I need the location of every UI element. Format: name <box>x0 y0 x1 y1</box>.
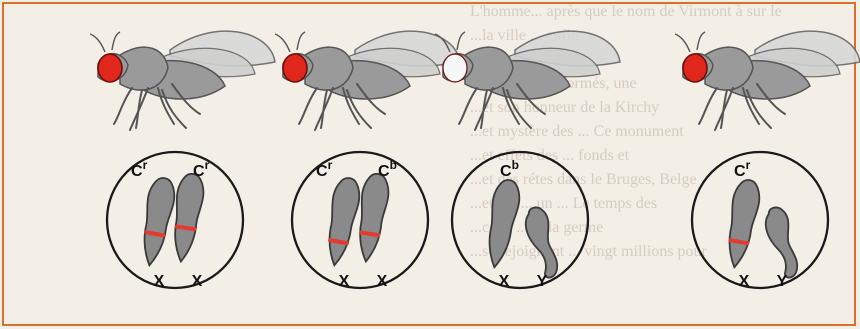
fruit-fly <box>435 31 620 130</box>
x-chromosome <box>353 172 391 263</box>
x-chromosome <box>137 176 178 268</box>
sex-chromosome-label: X <box>377 273 388 290</box>
cell-circle <box>292 152 428 288</box>
sex-chromosome-label: Y <box>777 273 788 290</box>
fruit-fly <box>90 31 275 130</box>
eye-icon <box>443 54 467 82</box>
eye-icon <box>98 54 122 82</box>
allele-label: Cr <box>193 158 210 180</box>
x-chromosome <box>722 178 763 270</box>
sex-chromosome-label: Y <box>537 273 548 290</box>
x-chromosome <box>168 172 206 263</box>
allele-label: Cb <box>500 158 519 180</box>
fruit-fly <box>275 31 460 130</box>
eye-icon <box>283 54 307 82</box>
x-chromosome <box>322 176 363 268</box>
sex-chromosome-label: X <box>739 273 750 290</box>
y-chromosome <box>521 205 566 280</box>
allele-label: Cr <box>734 158 751 180</box>
sex-chromosome-label: X <box>499 273 510 290</box>
y-chromosome <box>761 205 806 280</box>
sex-chromosome-label: X <box>339 273 350 290</box>
cell-circle <box>692 152 828 288</box>
sex-chromosome-label: X <box>192 273 203 290</box>
eye-icon <box>683 54 707 82</box>
sex-chromosome-label: X <box>154 273 165 290</box>
cell-circle <box>107 152 243 288</box>
allele-label: Cb <box>378 158 397 180</box>
x-chromosome <box>482 178 523 270</box>
fruit-fly <box>675 31 860 130</box>
cell-circle <box>452 152 588 288</box>
